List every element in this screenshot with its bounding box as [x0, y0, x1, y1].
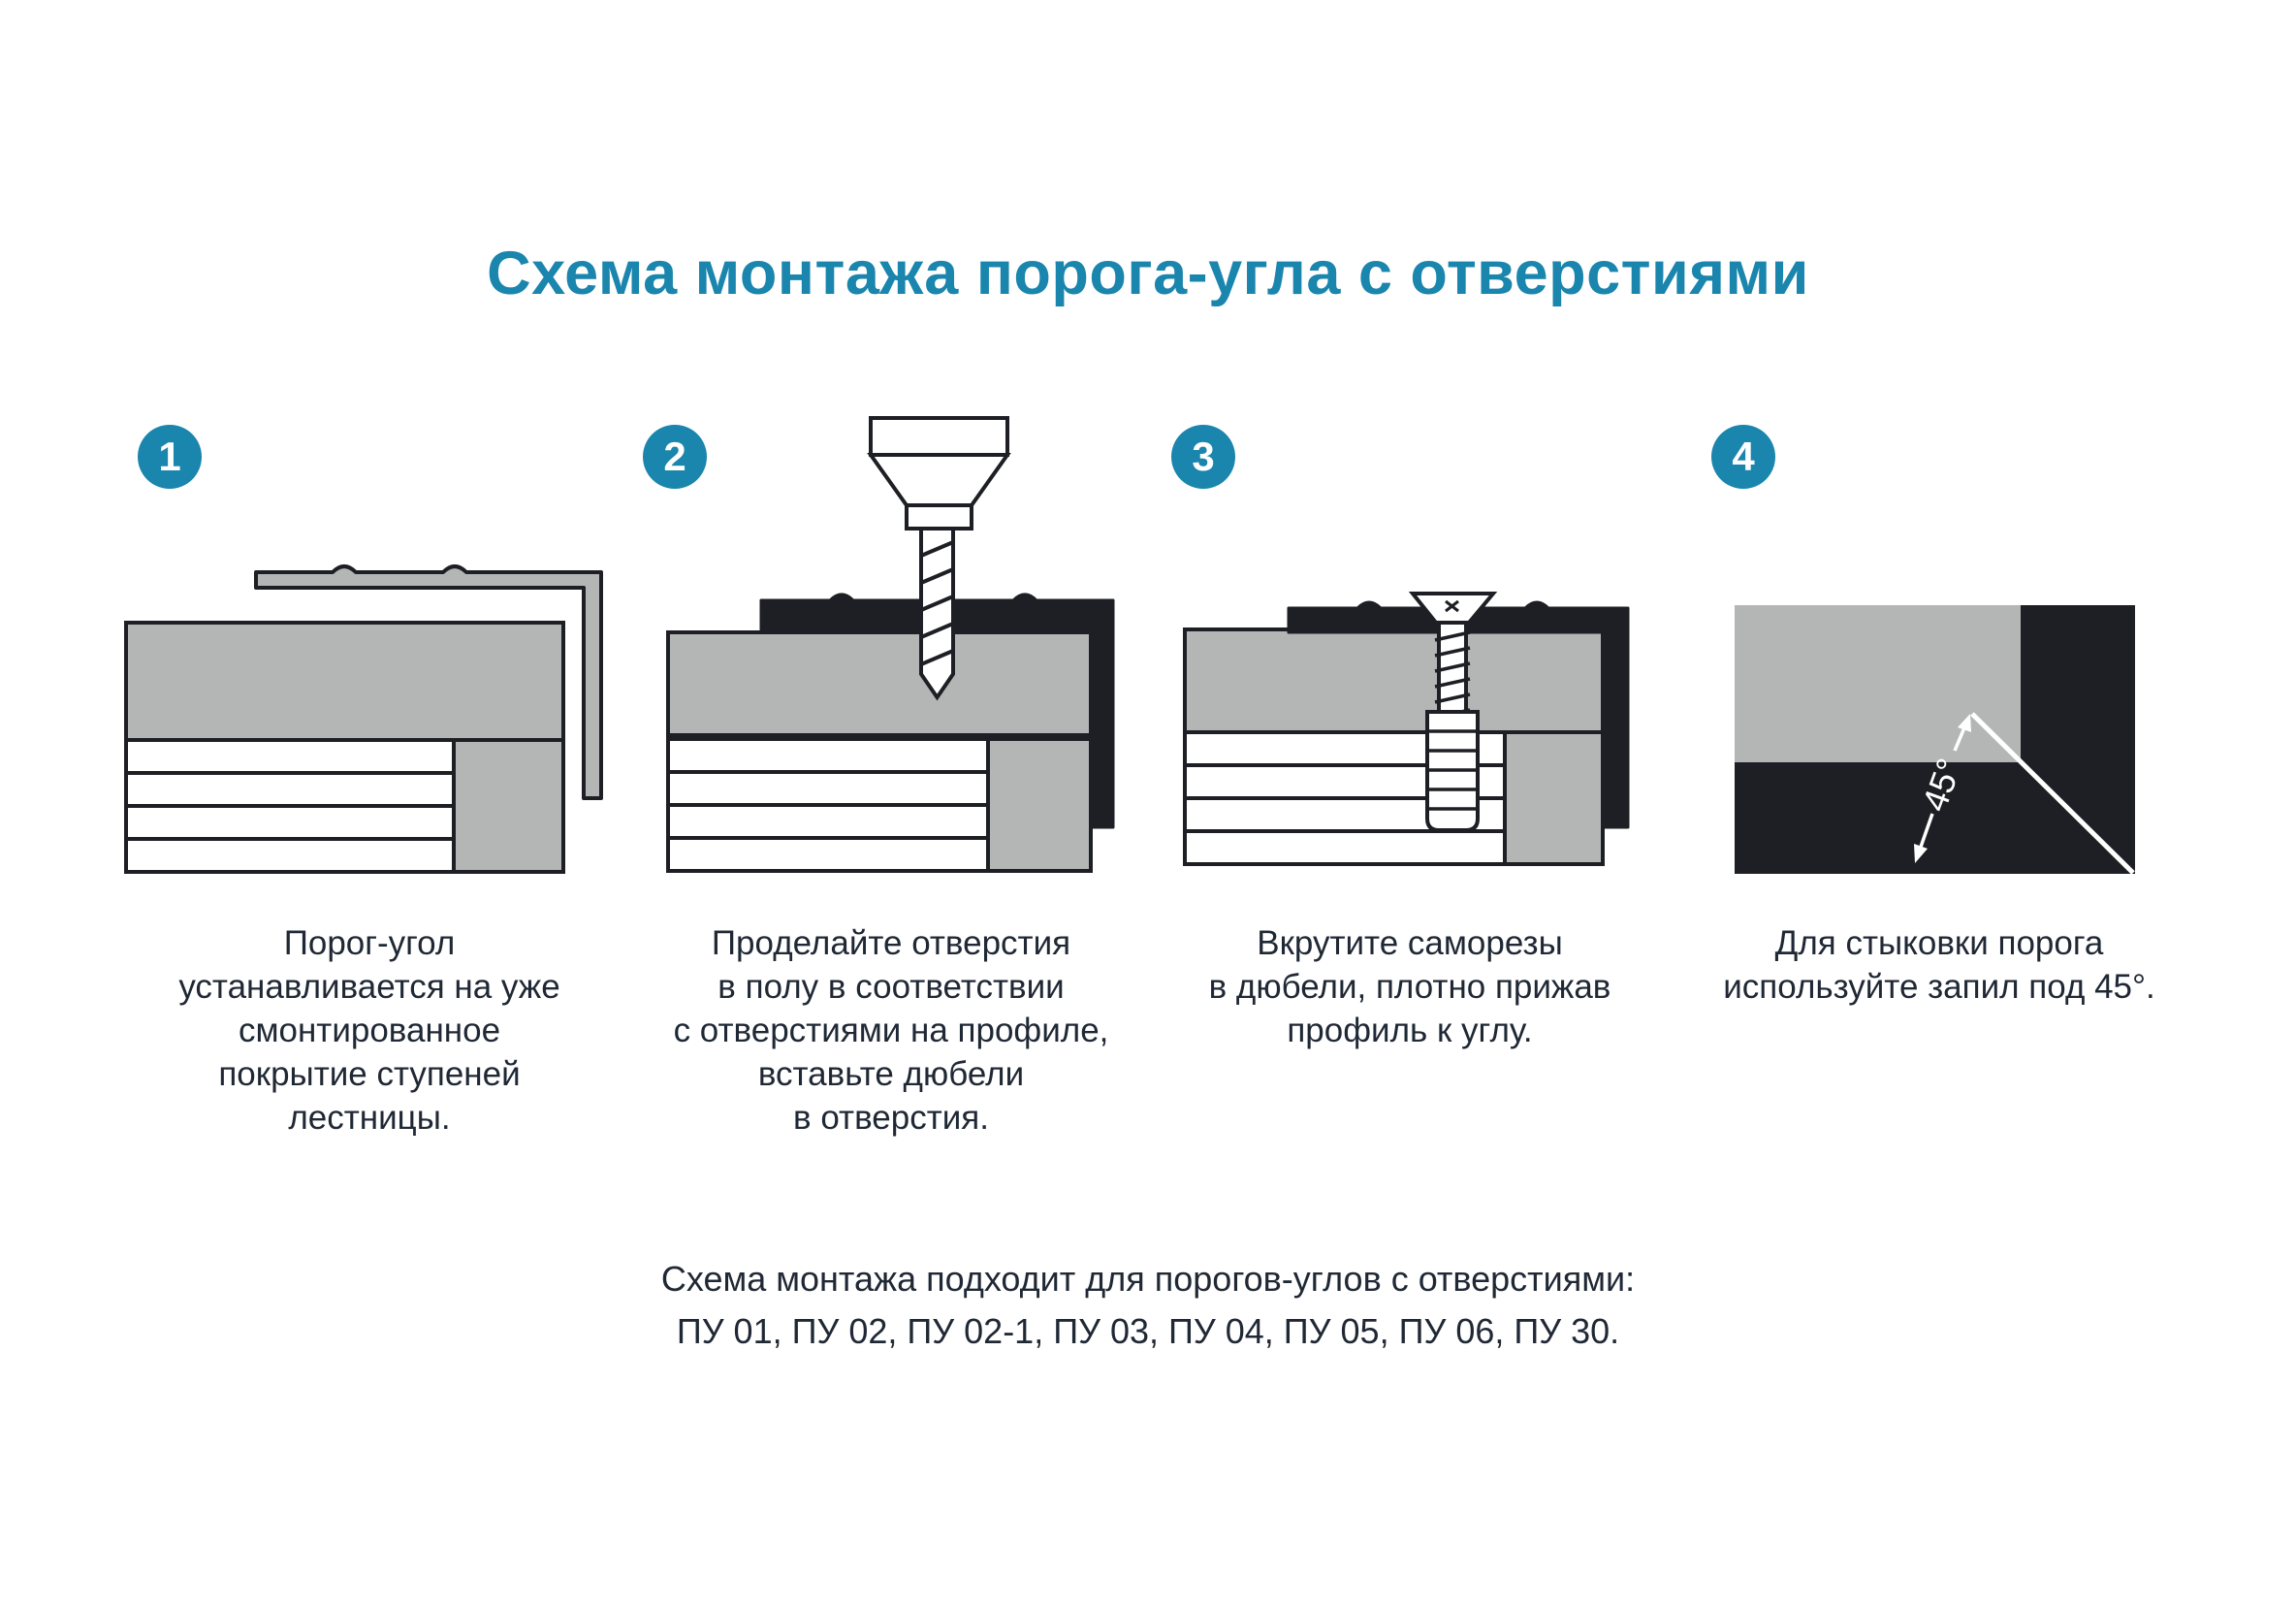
profile-top-view-gray — [1735, 605, 2021, 762]
step-layer — [124, 738, 456, 775]
screw-drive — [1445, 599, 1459, 613]
step-layer — [124, 804, 456, 841]
floor-layer — [666, 737, 990, 774]
angle-arrowhead — [1914, 844, 1928, 863]
step-3-caption: Вкрутите саморезы в дюбели, плотно прижа… — [1208, 924, 1611, 1049]
angle-arrowhead — [1958, 714, 1971, 732]
floor-section — [1183, 627, 1605, 866]
angle-arrow-line — [1918, 813, 1934, 851]
stair-section — [124, 621, 565, 874]
corner-profile-dark — [759, 593, 1115, 829]
footer-note: Схема монтажа подходит для порогов-углов… — [0, 1253, 2296, 1358]
floor-covering — [666, 630, 1093, 737]
floor-layer — [1183, 829, 1507, 866]
step-1-badge: 1 — [138, 425, 202, 489]
step-1-caption: Порог-угол устанавливается на уже смонти… — [178, 924, 560, 1137]
step-layer — [124, 771, 456, 808]
step-2-caption: Проделайте отверстия в полу в соответств… — [673, 924, 1109, 1137]
dowel-icon — [1425, 710, 1480, 832]
floor-layer — [666, 803, 990, 840]
step4-illustration: 45° — [1735, 605, 2135, 874]
screw-threads — [1434, 630, 1471, 720]
drill-bit-flutes — [920, 540, 954, 666]
floor-layer — [666, 836, 990, 873]
floor-section — [666, 630, 1093, 873]
page-title: Схема монтажа порога-угла с отверстиями — [487, 240, 1809, 307]
floor-layer — [666, 770, 990, 807]
drill-collet — [905, 503, 973, 531]
step-4-caption: Для стыковки порога используйте запил по… — [1723, 924, 2155, 1006]
edge-covering — [1503, 730, 1605, 866]
footer-line-2: ПУ 01, ПУ 02, ПУ 02-1, ПУ 03, ПУ 04, ПУ … — [676, 1311, 1620, 1351]
step-layer — [124, 837, 456, 874]
step-1-number: 1 — [158, 434, 181, 479]
drill-taper — [867, 453, 1011, 507]
screw-icon — [1408, 592, 1498, 725]
tread-covering — [124, 621, 565, 742]
miter-cut-line — [1970, 712, 2135, 874]
step3-illustration — [1183, 592, 1630, 866]
step-2-badge: 2 — [643, 425, 707, 489]
edge-covering — [986, 737, 1093, 873]
step-3-badge: 3 — [1171, 425, 1235, 489]
drill-icon — [867, 416, 1011, 701]
step-3-number: 3 — [1192, 434, 1215, 479]
step1-illustration — [124, 564, 603, 874]
step-4-badge: 4 — [1711, 425, 1775, 489]
corner-profile-dark — [1287, 600, 1630, 829]
step-4-number: 4 — [1732, 434, 1755, 479]
step2-illustration — [666, 416, 1115, 873]
floor-covering — [1183, 627, 1605, 734]
dowel-ribs — [1427, 729, 1478, 811]
corner-profile-icon — [254, 564, 603, 800]
step-2-number: 2 — [663, 434, 686, 479]
footer-line-1: Схема монтажа подходит для порогов-углов… — [660, 1259, 1636, 1299]
riser-covering — [452, 738, 565, 874]
drill-chuck — [869, 416, 1009, 457]
angle-arrow-line — [1953, 724, 1967, 752]
